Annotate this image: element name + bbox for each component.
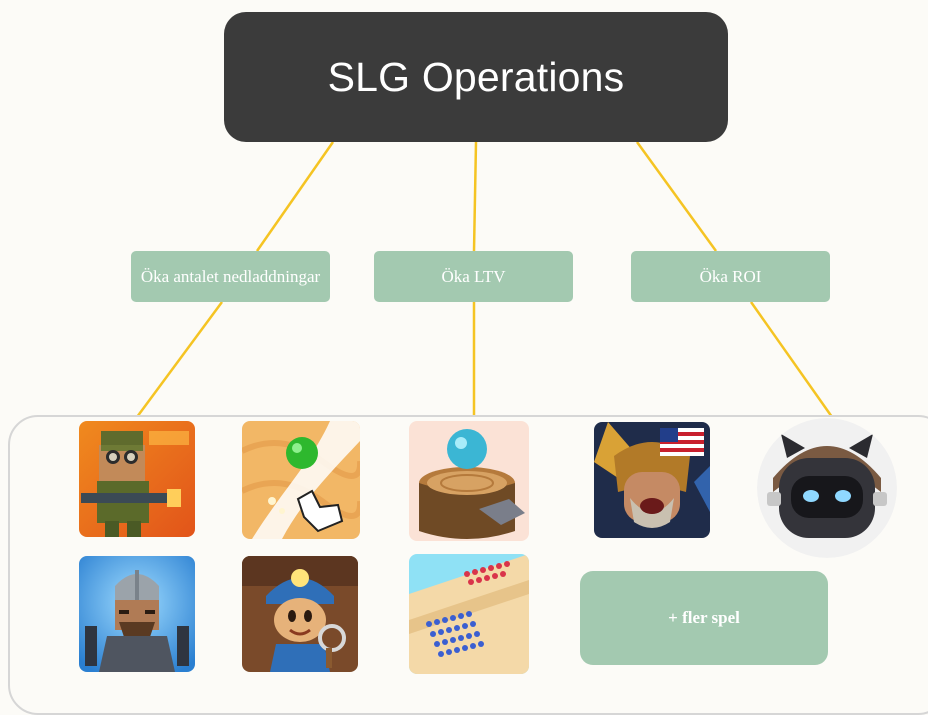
- warrior-with-flag-icon: [594, 422, 710, 538]
- miner-character-icon: [242, 556, 358, 672]
- ball-on-log-icon: [409, 421, 529, 541]
- root-node: SLG Operations: [224, 12, 728, 142]
- connector-lines: [135, 141, 834, 418]
- goal-increase-ltv: Öka LTV: [374, 251, 573, 302]
- connector-root-ltv: [472, 141, 478, 252]
- more-games-button: + fler spel: [580, 571, 828, 665]
- connector-root-downloads: [255, 141, 335, 252]
- helmeted-knight-icon: [79, 556, 195, 672]
- sand-ball-swipe-icon: [242, 421, 360, 539]
- robot-cat-head-icon: [757, 418, 897, 558]
- goal-increase-downloads: Öka antalet nedladdningar: [131, 251, 330, 302]
- connector-roi-games: [749, 301, 834, 418]
- blocky-soldier-shooter-icon: [79, 421, 195, 537]
- crowd-runner-icon: [409, 554, 529, 674]
- goal-increase-roi: Öka ROI: [631, 251, 830, 302]
- connector-downloads-games: [135, 301, 224, 418]
- connector-root-roi: [635, 141, 718, 252]
